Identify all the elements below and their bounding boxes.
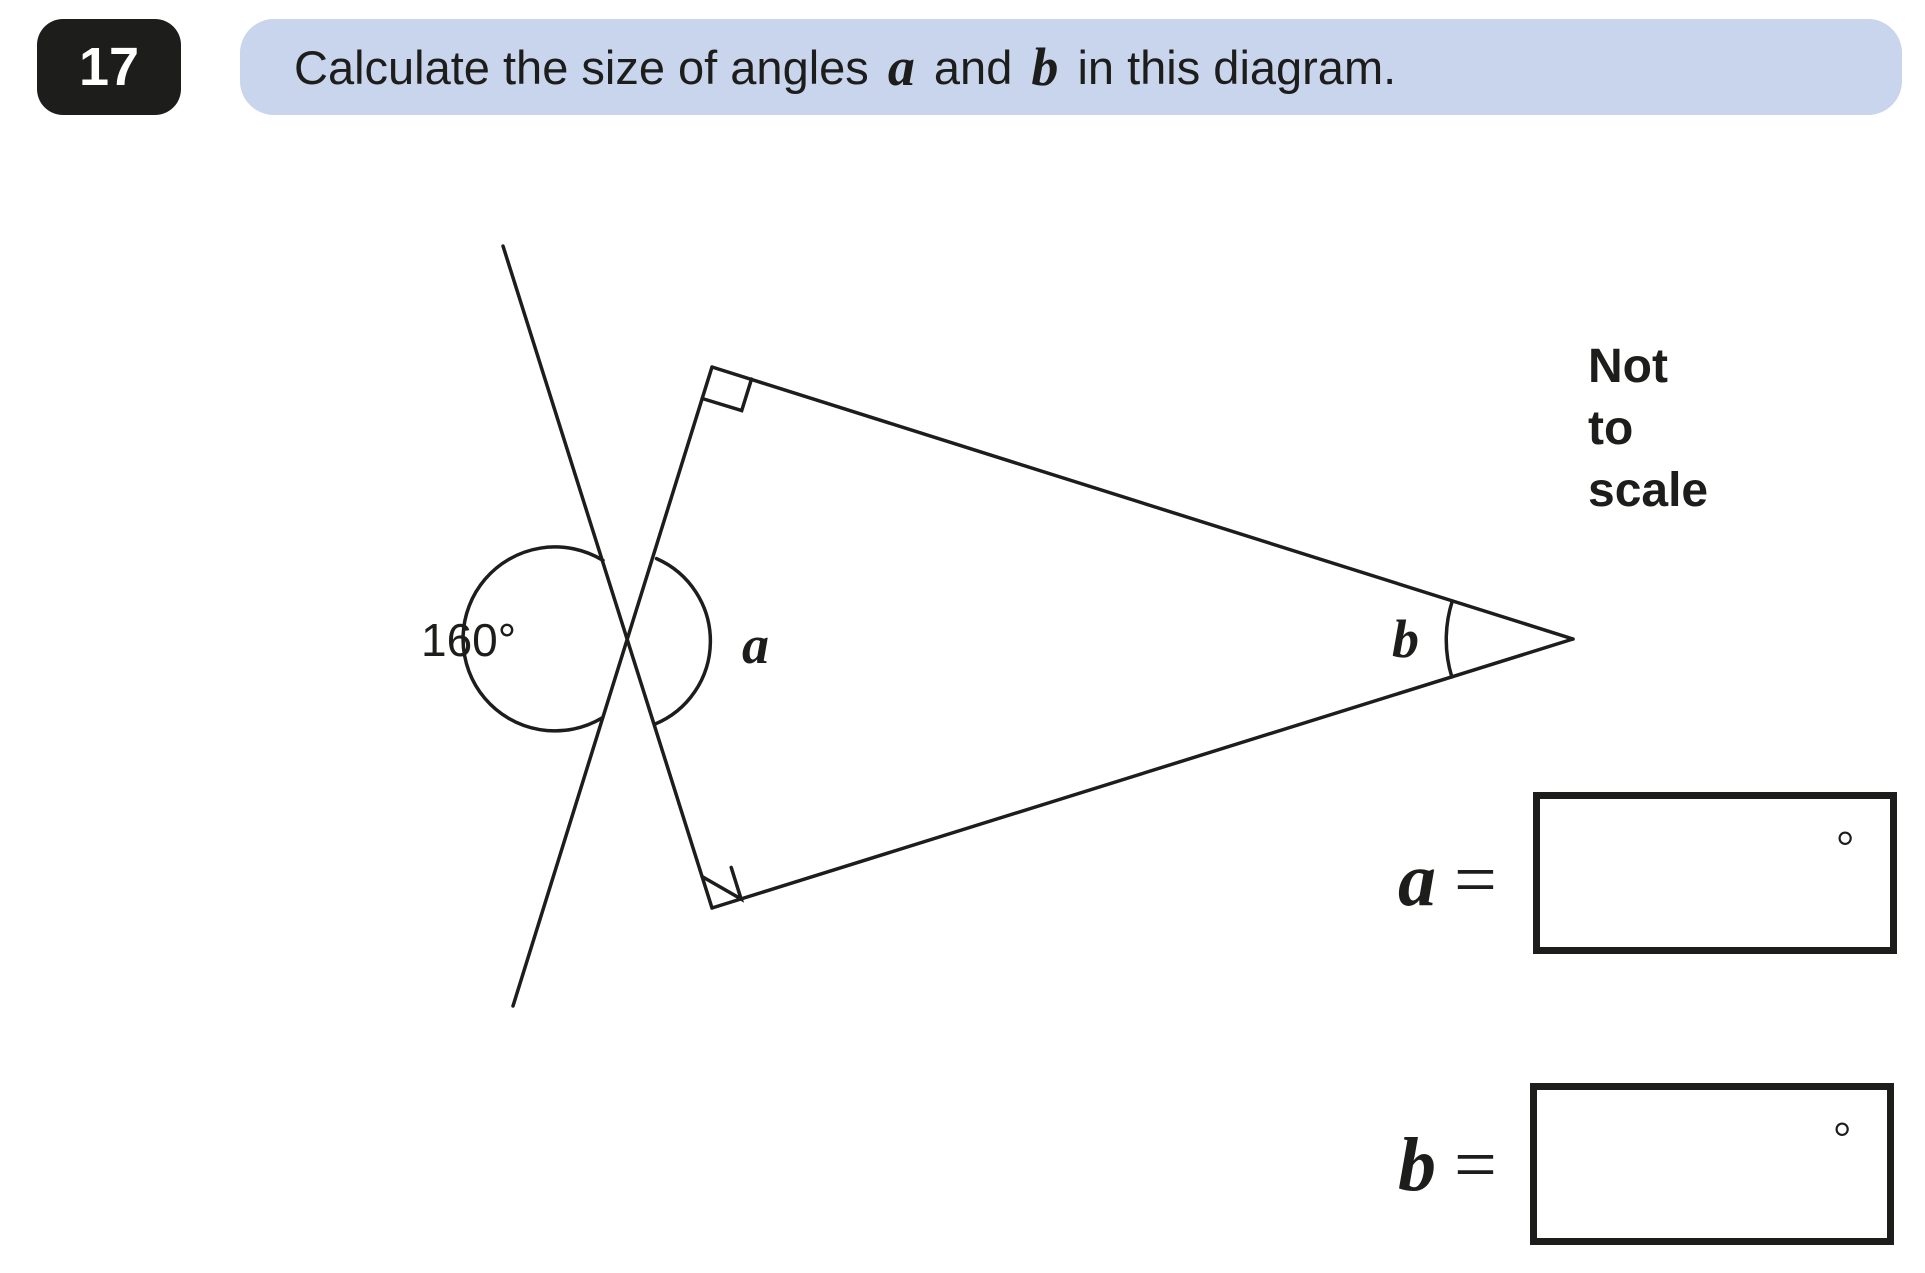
angle-arc-a [652,556,713,727]
right-angle-marker-top [700,377,754,413]
note-line-1: Not [1588,340,1668,393]
angle-arc-b [1444,599,1455,679]
question-variable-a: a [887,37,915,97]
answer-a-degree-symbol: ° [1836,822,1854,871]
answer-b-degree-symbol: ° [1833,1113,1851,1162]
note-line-2: to [1588,402,1634,455]
question-variable-b: b [1031,37,1059,97]
question-text-part1: Calculate the size of angles [294,40,882,94]
answer-a-label: a= [1398,842,1497,918]
answer-a-box[interactable]: ° [1533,792,1897,954]
answer-a-input[interactable] [1558,829,1812,921]
answer-b-variable: b [1398,1123,1436,1207]
right-angle-marker-bottom [700,865,745,903]
angle-a-label: a [742,615,769,675]
question-prompt-bar: Calculate the size of angles a and b in … [240,19,1902,115]
transversal-line-1 [501,244,714,910]
transversal-line-2 [511,365,714,1008]
question-text-part3: in this diagram. [1064,40,1397,94]
kite-upper-side [710,365,1575,641]
answer-b-input[interactable] [1555,1120,1809,1212]
question-number-badge: 17 [37,19,181,115]
answer-a-equals: = [1454,838,1497,922]
answer-b-equals: = [1454,1123,1497,1207]
answer-b-label: b= [1398,1127,1497,1203]
question-text-part2: and [920,40,1026,94]
note-line-3: scale [1588,464,1709,517]
question-number: 17 [78,37,140,97]
given-angle-label: 160° [421,614,516,666]
kite-lower-side [710,637,1575,910]
not-to-scale-note: Not to scale [1588,336,1708,522]
angle-b-label: b [1392,609,1419,669]
answer-a-variable: a [1398,838,1436,922]
answer-b-box[interactable]: ° [1530,1083,1894,1245]
angle-arc-160 [461,545,605,733]
